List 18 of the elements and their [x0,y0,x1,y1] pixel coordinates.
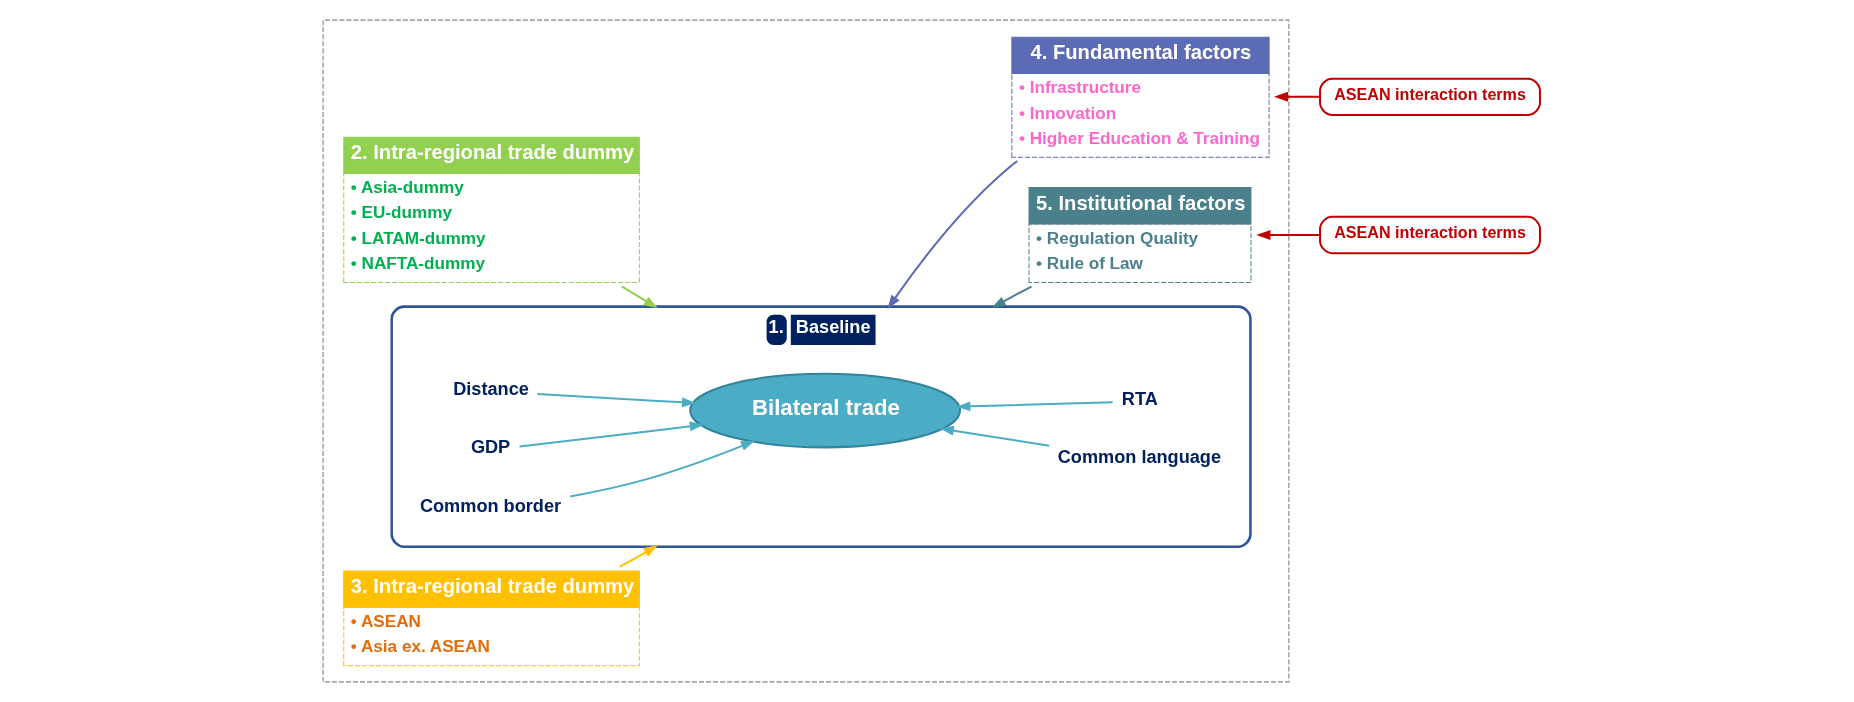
arrow [886,160,1018,310]
node-text: Common border [419,495,561,516]
node-text: RTA [1121,388,1158,409]
node-box: ASEAN interaction terms [1318,215,1541,255]
arrow [569,440,755,498]
node-text: Common language [1057,447,1221,468]
node-text: Distance [452,378,529,399]
node-box: ASEAN interaction terms [1318,77,1541,116]
arrow [991,285,1032,309]
arrow [1255,230,1320,240]
arrow [536,392,696,408]
node-text: GDP [470,437,510,458]
arrow [939,425,1049,447]
arrow [1273,91,1320,102]
arrow [620,285,658,309]
arrow [618,545,658,568]
arrow [955,401,1113,412]
arrow [518,421,704,448]
